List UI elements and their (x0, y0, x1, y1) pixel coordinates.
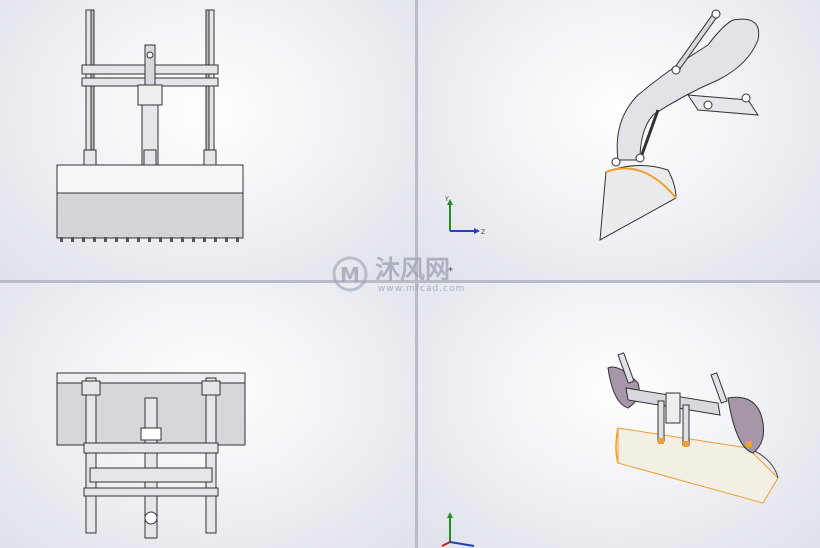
triad-y-label: Y (444, 196, 449, 203)
view-triad-iso (441, 512, 475, 547)
center-marker: * (448, 266, 453, 277)
right-view-drawing (599, 9, 760, 241)
view-triad: Y Z (444, 196, 485, 236)
viewport-top[interactable] (0, 283, 415, 548)
triad-z-label: Z (481, 229, 485, 236)
bucket-teeth (60, 237, 239, 242)
viewport-divider-vertical[interactable] (415, 0, 418, 548)
viewport-divider-horizontal[interactable] (0, 280, 820, 283)
viewport-right[interactable]: Y Z (418, 0, 820, 280)
top-view-drawing (56, 372, 246, 539)
viewport-front[interactable] (0, 0, 415, 280)
isometric-view-drawing (607, 352, 779, 504)
front-view-drawing (56, 9, 244, 242)
viewport-isometric[interactable] (418, 283, 820, 548)
